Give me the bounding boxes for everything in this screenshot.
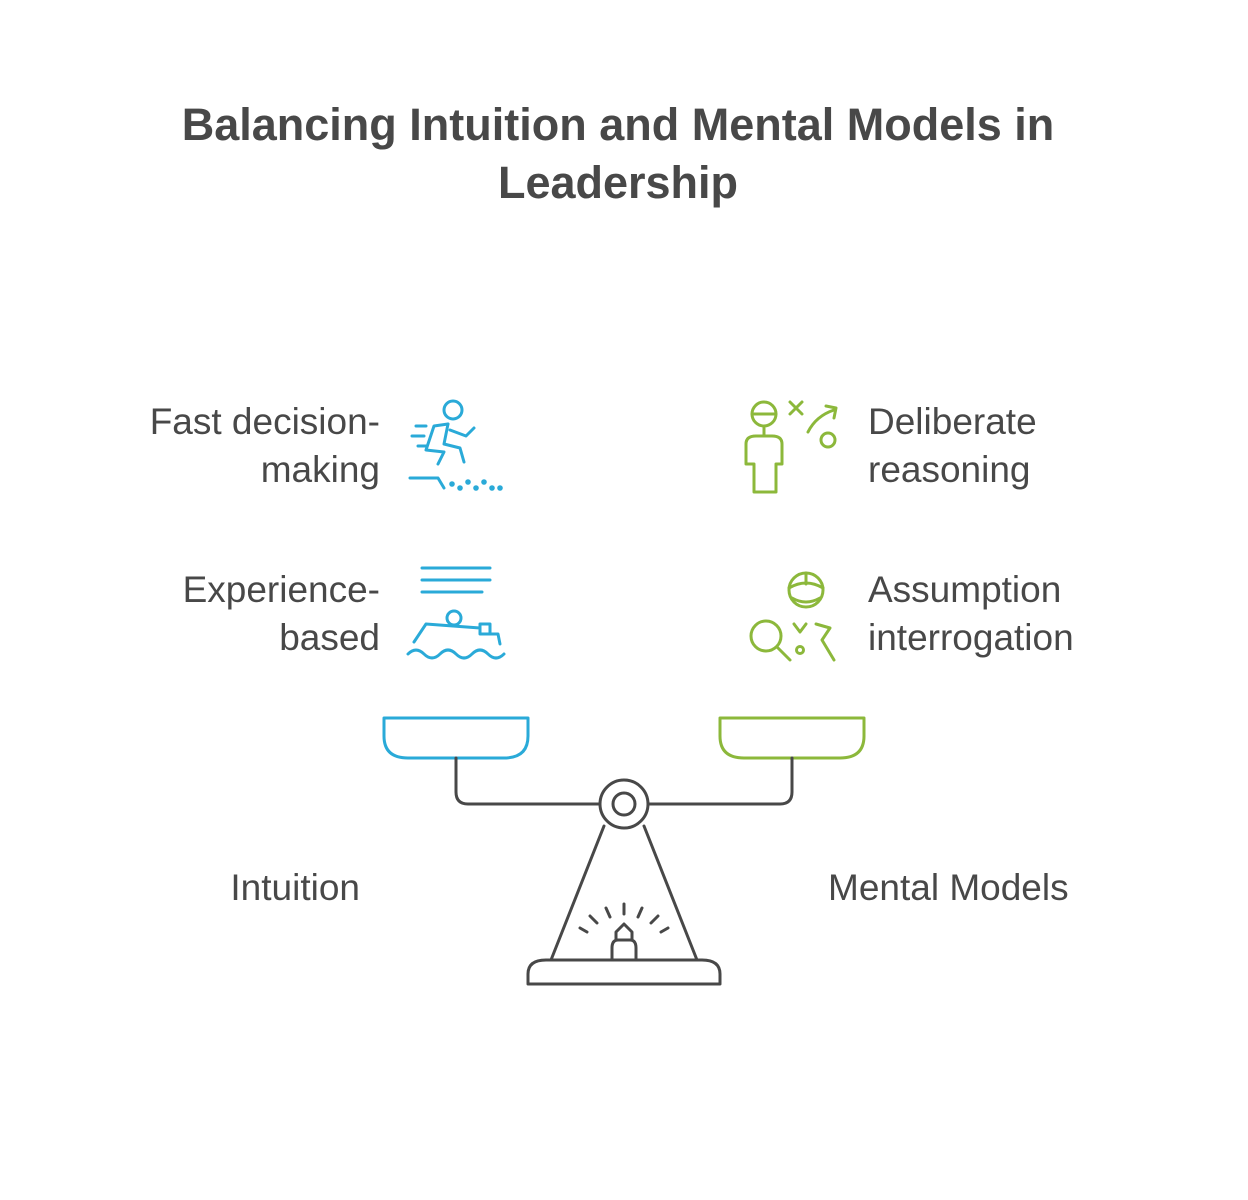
sprinter-icon <box>408 399 503 491</box>
label-fast-decision-making: Fast decision- making <box>149 401 380 490</box>
title-line-2: Leadership <box>497 157 739 208</box>
scale-stand <box>549 824 699 962</box>
investigator-magnifier-icon <box>749 571 836 662</box>
strategist-plan-icon <box>744 400 838 494</box>
diagram-title: Balancing Intuition and Mental Models in… <box>0 96 1236 212</box>
label-experience-based: Experience- based <box>182 569 380 658</box>
boat-on-waves-icon <box>406 566 506 660</box>
label-deliberate-reasoning: Deliberate reasoning <box>868 401 1037 490</box>
left-pan <box>382 716 530 760</box>
scale-beam <box>454 756 602 806</box>
scale-pivot <box>598 778 650 830</box>
label-assumption-interrogation: Assumption interrogation <box>868 569 1074 658</box>
right-pan <box>718 716 866 760</box>
title-line-1: Balancing Intuition and Mental Models in <box>181 99 1055 150</box>
scale-base <box>526 958 722 986</box>
label-mental-models: Mental Models <box>828 867 1069 908</box>
label-intuition: Intuition <box>230 867 360 908</box>
